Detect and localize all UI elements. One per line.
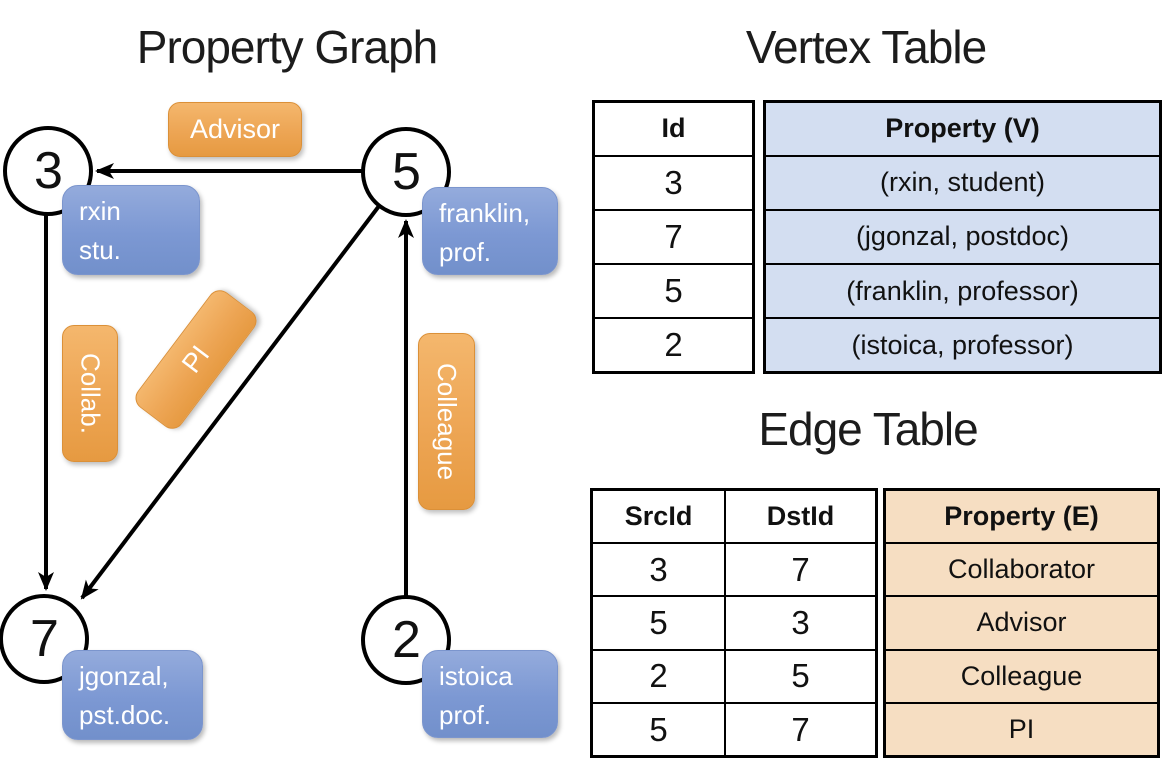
vertex-table-header-property: Property (V) bbox=[763, 100, 1162, 157]
node-2-id: 2 bbox=[392, 611, 421, 669]
node-3-id: 3 bbox=[34, 142, 63, 200]
node-3-property-line1: rxin bbox=[79, 196, 121, 226]
edge-row-4-property: PI bbox=[883, 702, 1160, 758]
node-5-id: 5 bbox=[392, 143, 421, 201]
vertex-table-id-column: Id 3 7 5 2 bbox=[592, 100, 755, 374]
graph-edges-canvas bbox=[38, 163, 414, 600]
vertex-row-1-id: 3 bbox=[592, 154, 755, 211]
vertex-row-4-property: (istoica, professor) bbox=[763, 317, 1162, 374]
vertex-table-property-column: Property (V) (rxin, student) (jgonzal, p… bbox=[763, 100, 1162, 374]
vertex-row-4-id: 2 bbox=[592, 317, 755, 374]
vertex-row-1-property: (rxin, student) bbox=[763, 154, 1162, 211]
node-5-property-line1: franklin, bbox=[439, 198, 531, 228]
edge-row-4-dst: 7 bbox=[724, 702, 878, 758]
vertex-row-3-id: 5 bbox=[592, 263, 755, 320]
edge-table-header-dstid: DstId bbox=[724, 488, 878, 544]
node-7-property-line2: pst.doc. bbox=[79, 700, 171, 730]
edge-row-4-src: 5 bbox=[590, 702, 727, 758]
node-7-property-label: jgonzal, pst.doc. bbox=[62, 650, 203, 740]
edge-label-collab: Collab. bbox=[62, 325, 118, 462]
edge-row-1-src: 3 bbox=[590, 541, 727, 598]
vertex-row-2-property: (jgonzal, postdoc) bbox=[763, 208, 1162, 266]
edge-row-2-property: Advisor bbox=[883, 595, 1160, 651]
edge-row-2-dst: 3 bbox=[724, 595, 878, 651]
node-2-property-line1: istoica bbox=[439, 661, 513, 691]
edge-label-advisor: Advisor bbox=[168, 102, 302, 157]
edge-row-1-dst: 7 bbox=[724, 541, 878, 598]
node-5-property-line2: prof. bbox=[439, 237, 492, 267]
node-2-property-line2: prof. bbox=[439, 700, 492, 730]
vertex-row-2-id: 7 bbox=[592, 208, 755, 266]
node-7-property-line1: jgonzal, bbox=[79, 661, 169, 691]
node-3-property-label: rxin stu. bbox=[62, 185, 200, 275]
edge-table-header-property: Property (E) bbox=[883, 488, 1160, 544]
vertex-row-3-property: (franklin, professor) bbox=[763, 263, 1162, 320]
edge-table-property-column: Property (E) Collaborator Advisor Collea… bbox=[883, 488, 1160, 758]
edge-pi-5-to-7 bbox=[80, 204, 381, 600]
edge-label-colleague: Colleague bbox=[418, 333, 475, 510]
edge-row-2-src: 5 bbox=[590, 595, 727, 651]
node-7-id: 7 bbox=[30, 610, 59, 668]
vertex-table-header-id: Id bbox=[592, 100, 755, 157]
edge-table-header-srcid: SrcId bbox=[590, 488, 727, 544]
property-graph-title: Property Graph bbox=[136, 21, 438, 73]
edge-row-3-src: 2 bbox=[590, 648, 727, 705]
node-2-property-label: istoica prof. bbox=[422, 650, 558, 738]
edge-row-3-dst: 5 bbox=[724, 648, 878, 705]
node-2: 2 bbox=[361, 595, 451, 685]
edge-row-3-property: Colleague bbox=[883, 648, 1160, 705]
node-5-property-label: franklin, prof. bbox=[422, 187, 558, 275]
edge-table-title: Edge Table bbox=[758, 403, 978, 455]
vertex-table-title: Vertex Table bbox=[745, 21, 987, 73]
edge-table-id-columns: SrcId DstId 3 7 5 3 2 5 5 7 bbox=[590, 488, 878, 758]
edge-row-1-property: Collaborator bbox=[883, 541, 1160, 598]
node-5: 5 bbox=[361, 127, 451, 217]
node-3-property-line2: stu. bbox=[79, 235, 121, 265]
